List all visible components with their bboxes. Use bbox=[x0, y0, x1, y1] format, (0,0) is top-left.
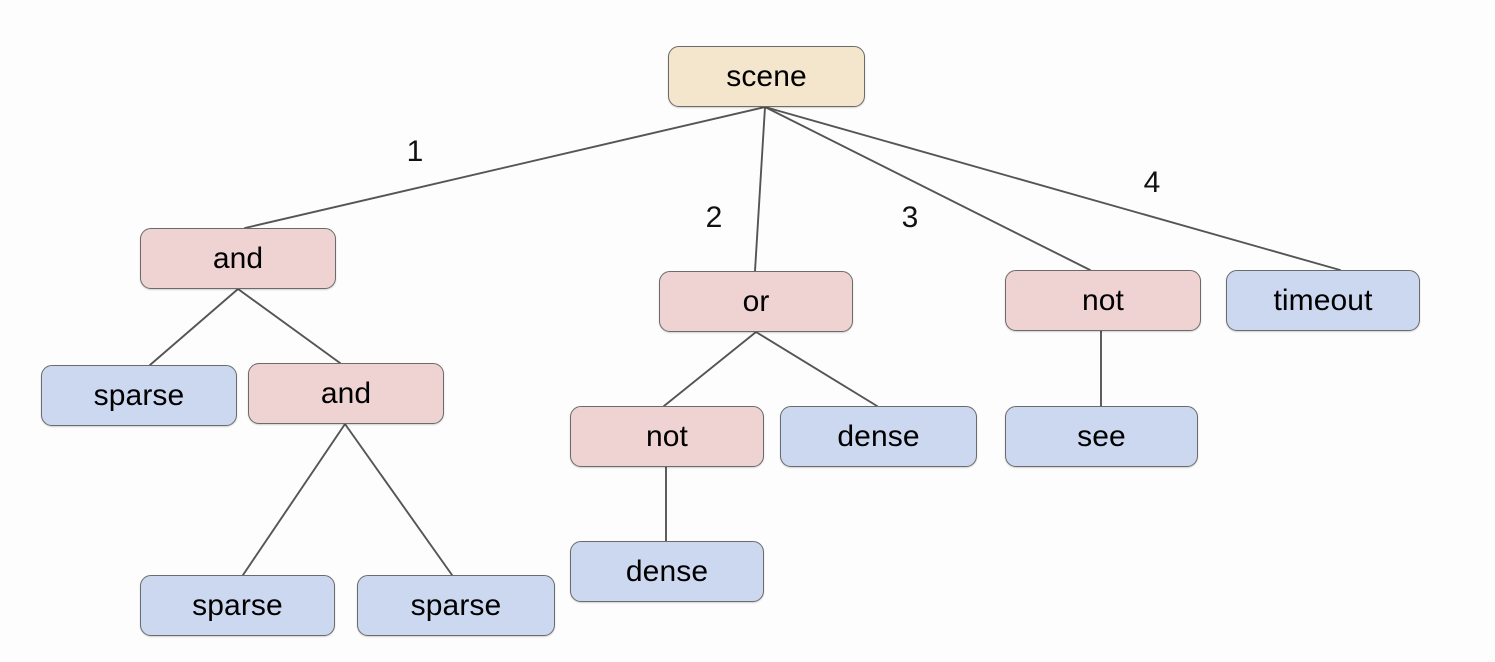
tree-node-label: and bbox=[320, 376, 372, 410]
tree-edge-scene-to-and1 bbox=[244, 106, 766, 229]
tree-edge-or1-to-not2 bbox=[663, 331, 757, 407]
tree-node-dense2[interactable]: dense bbox=[570, 541, 764, 602]
tree-node-label: see bbox=[1077, 419, 1126, 453]
tree-node-label: sparse bbox=[192, 588, 283, 622]
tree-node-sparse3[interactable]: sparse bbox=[357, 575, 555, 636]
tree-node-label: not bbox=[1081, 283, 1124, 317]
tree-node-or1[interactable]: or bbox=[659, 271, 853, 332]
tree-edge-and1-to-and2 bbox=[237, 288, 341, 364]
tree-edge-scene-to-not1 bbox=[764, 106, 1091, 271]
tree-edge-scene-to-timeout bbox=[764, 106, 1341, 271]
tree-edge-and2-to-sparse2 bbox=[242, 423, 346, 576]
edge-label-3: 3 bbox=[901, 201, 919, 234]
tree-node-not1[interactable]: not bbox=[1005, 270, 1201, 331]
tree-edge-scene-to-or1 bbox=[754, 106, 766, 272]
tree-node-and2[interactable]: and bbox=[248, 363, 444, 424]
edge-label-4: 4 bbox=[1143, 166, 1161, 199]
tree-node-label: not bbox=[645, 419, 688, 453]
tree-node-label: scene bbox=[726, 59, 807, 93]
tree-node-scene[interactable]: scene bbox=[668, 46, 865, 107]
tree-node-label: or bbox=[742, 284, 770, 318]
tree-node-label: sparse bbox=[93, 378, 185, 412]
tree-node-label: and bbox=[212, 241, 264, 275]
tree-edge-or1-to-dense1 bbox=[755, 331, 878, 407]
tree-node-see[interactable]: see bbox=[1005, 406, 1198, 467]
edge-label-1: 1 bbox=[406, 135, 424, 168]
tree-edge-and2-to-sparse3 bbox=[344, 423, 453, 576]
tree-node-label: timeout bbox=[1273, 283, 1373, 317]
tree-node-sparse2[interactable]: sparse bbox=[140, 575, 335, 636]
tree-node-and1[interactable]: and bbox=[140, 228, 336, 289]
tree-node-not2[interactable]: not bbox=[570, 406, 764, 467]
tree-node-timeout[interactable]: timeout bbox=[1226, 270, 1420, 331]
tree-node-label: dense bbox=[837, 419, 920, 453]
tree-node-dense1[interactable]: dense bbox=[780, 406, 977, 467]
tree-edge-and1-to-sparse1 bbox=[149, 288, 239, 366]
edge-label-2: 2 bbox=[705, 201, 723, 234]
tree-node-label: dense bbox=[625, 554, 709, 588]
tree-node-label: sparse bbox=[410, 588, 502, 622]
tree-node-sparse1[interactable]: sparse bbox=[41, 365, 237, 426]
